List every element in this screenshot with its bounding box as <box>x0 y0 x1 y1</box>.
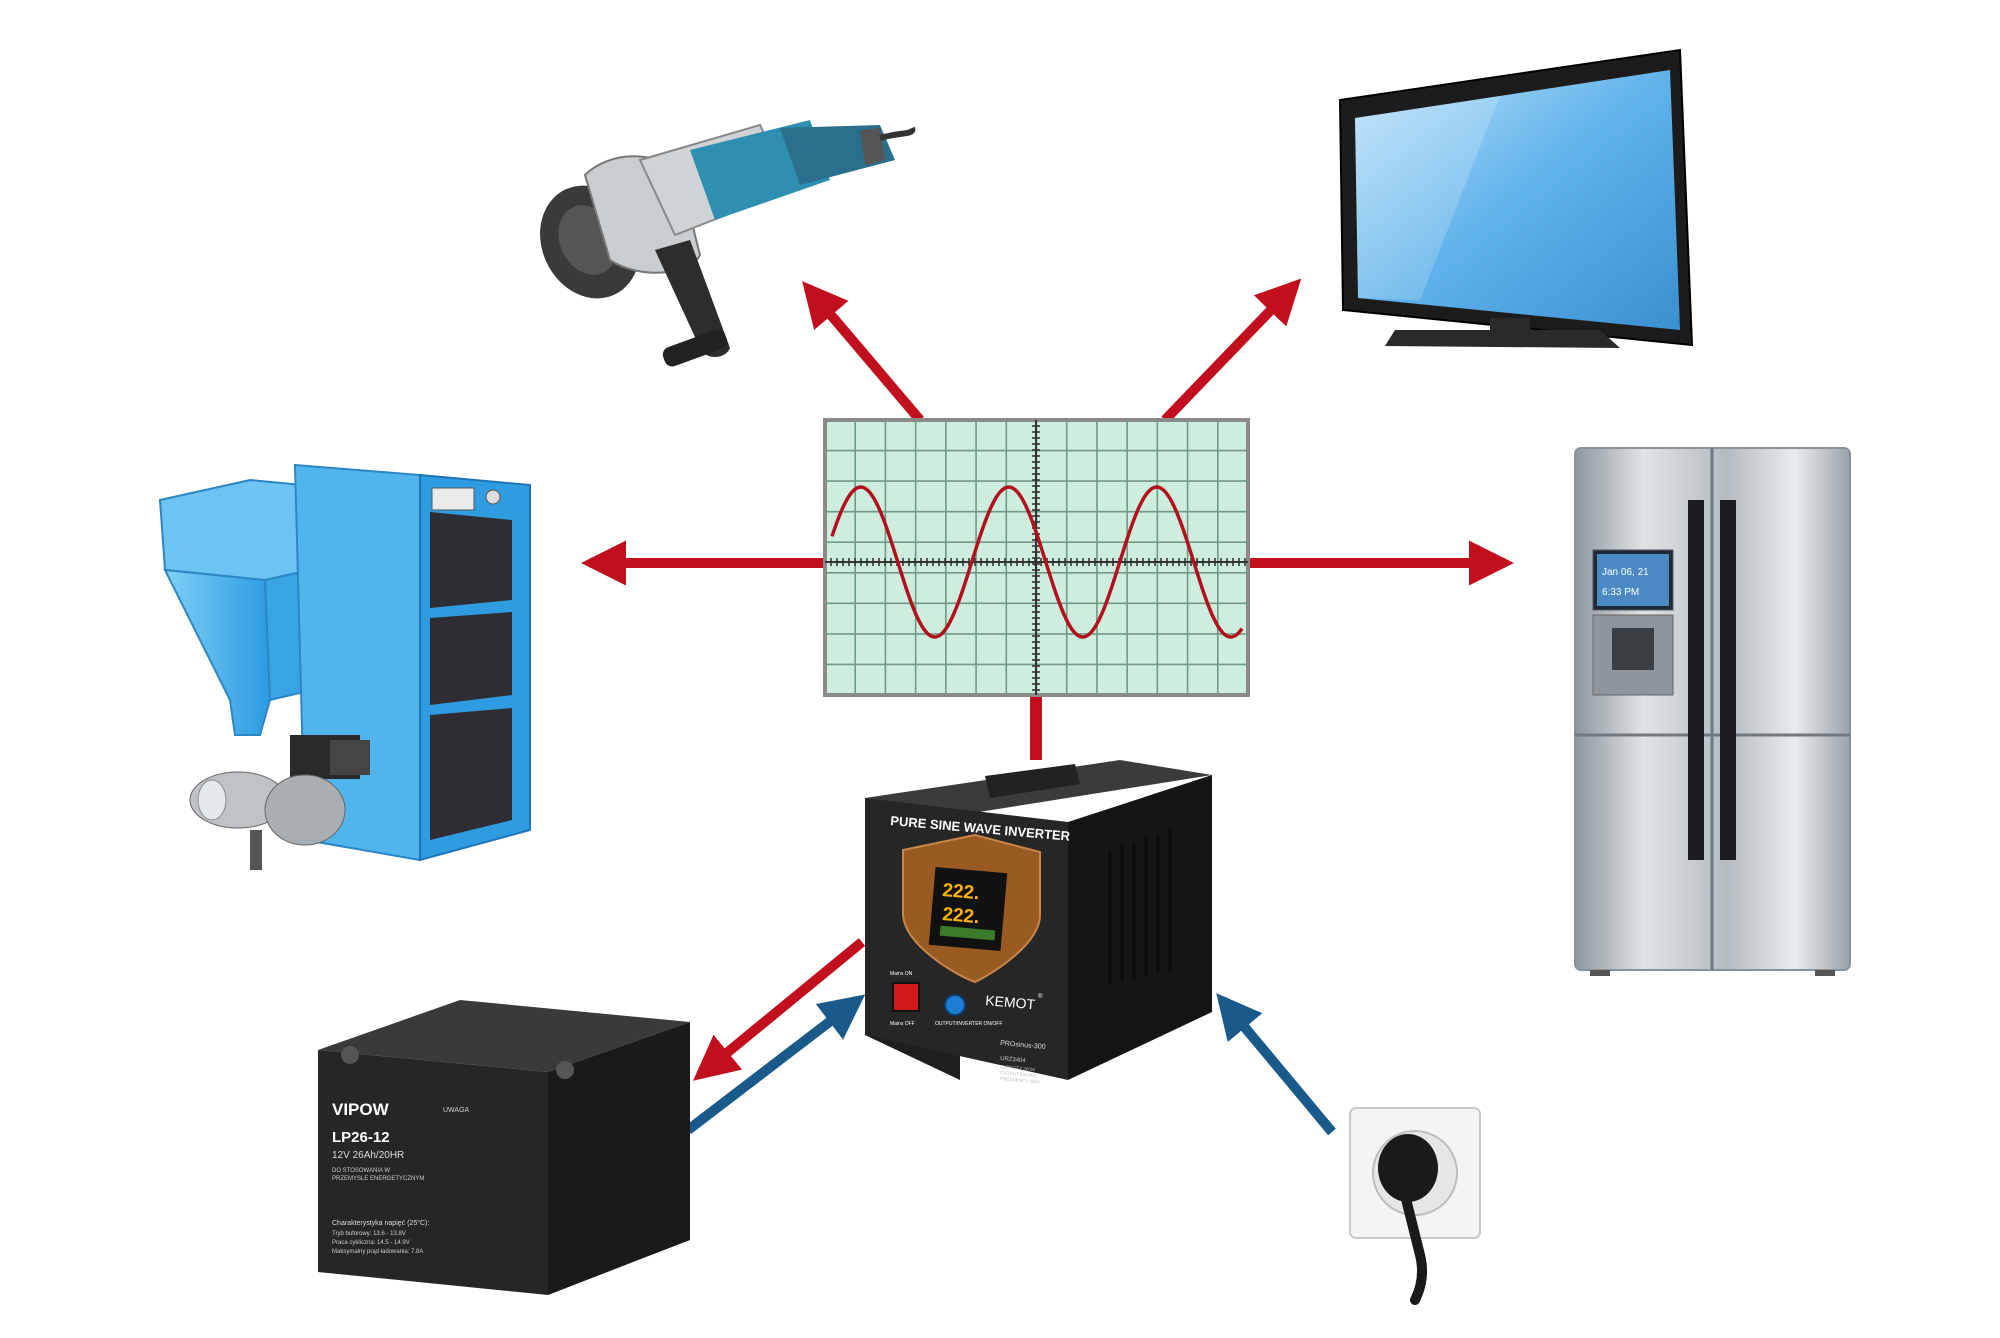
inverter-icon: PURE SINE WAVE INVERTER 222. 222. Mains … <box>865 760 1212 1085</box>
display-top-value: 222. <box>942 880 981 904</box>
fridge-screen-time: 6:33 PM <box>1602 587 1639 598</box>
wall-socket-icon <box>1349 1107 1481 1305</box>
registered-mark: ® <box>1038 993 1043 1000</box>
battery-char-line-1: Tryb buforowy: 13.6 - 13.8V <box>332 1231 406 1237</box>
arrow-to-grinder <box>802 281 924 424</box>
battery-char-line-3: Maksymalny prąd ładowania: 7.8A <box>332 1249 423 1255</box>
inverter-button-label: OUTPUT/INVERTER ON/OFF <box>935 1021 1002 1027</box>
battery-note-2: PRZEMYSLE ENERGETYCZNYM <box>332 1176 424 1182</box>
inverter-code: URZ3404 <box>1000 1056 1027 1064</box>
arrow-inverter-to-battery <box>693 938 866 1081</box>
arrow-to-tv <box>1161 278 1302 424</box>
battery-note-1: DO STOSOWANIA W <box>332 1168 390 1174</box>
sine-wave <box>830 485 1244 639</box>
output-arrows <box>581 278 1514 1081</box>
fridge-icon: Jan 06, 21 6:33 PM <box>1574 447 1851 976</box>
power-switch[interactable] <box>892 982 920 1012</box>
inverter-spec-3: FREQUENCY 50Hz <box>1000 1076 1041 1085</box>
battery-icon: VIPOW LP26-12 12V 26Ah/20HR DO STOSOWANI… <box>318 1000 690 1295</box>
oscilloscope-icon <box>823 418 1250 697</box>
angle-grinder-icon <box>540 120 916 367</box>
tv-icon <box>1338 48 1694 348</box>
battery-model: LP26-12 <box>332 1129 390 1146</box>
battery-char-line-2: Praca cykliczna: 14.5 - 14.9V <box>332 1240 410 1246</box>
battery-char-title: Charakterystyka napięć (25°C): <box>332 1219 429 1227</box>
display-bottom-value: 222. <box>942 904 981 928</box>
arrow-battery-to-inverter <box>684 994 866 1134</box>
battery-side-title: UWAGA <box>443 1107 470 1114</box>
inverter-spec-2: OUTPUT 230VAC <box>1000 1070 1037 1078</box>
inverter-model: PROsinus-300 <box>1000 1040 1046 1051</box>
input-arrows <box>684 993 1336 1136</box>
fridge-screen-date: Jan 06, 21 <box>1602 567 1649 578</box>
switch-off-label: Mains OFF <box>890 1021 915 1027</box>
switch-on-label: Mains ON <box>890 971 913 977</box>
pellet-boiler-icon <box>158 463 531 870</box>
inverter-spec-1: CAPACITY 300W <box>1000 1064 1036 1072</box>
inverter-brand: KEMOT <box>985 992 1036 1012</box>
battery-spec: 12V 26Ah/20HR <box>332 1150 404 1161</box>
battery-brand: VIPOW <box>332 1100 390 1119</box>
arrow-socket-to-inverter <box>1216 993 1336 1136</box>
inverter-power-button[interactable] <box>944 994 966 1016</box>
